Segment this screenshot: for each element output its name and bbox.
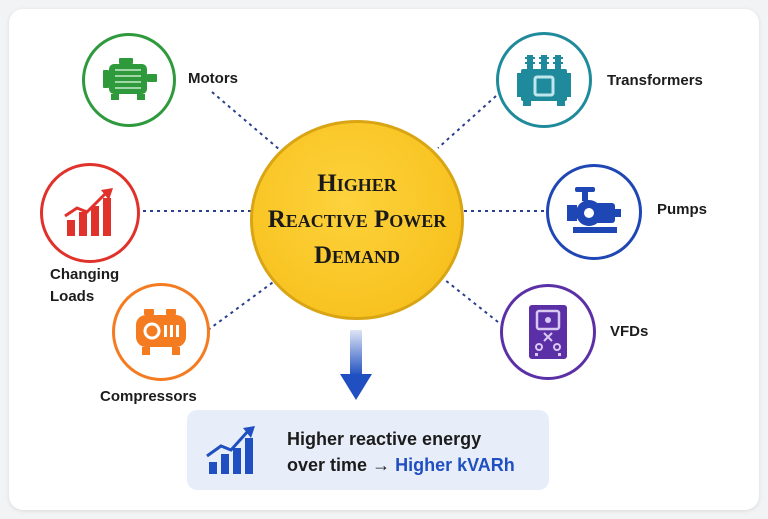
result-box: Higher reactive energy over time → Highe… (187, 410, 549, 490)
result-line-1: Higher reactive energy (287, 429, 482, 449)
changing-loads-node (40, 163, 140, 263)
transformers-label: Transformers (607, 72, 703, 89)
changing-loads-label: Changing Loads (50, 266, 120, 305)
central-demand-title: Higher Reactive Power Demand (267, 170, 447, 269)
rising-bars-icon (64, 188, 113, 236)
link-motors (211, 91, 281, 151)
central-demand-circle: Higher Reactive Power Demand (250, 120, 464, 320)
result-highlight: Higher kVARh (395, 455, 515, 475)
compressors-node (112, 283, 210, 381)
result-line-2: over time → Higher kVARh (287, 455, 515, 475)
vfds-node (500, 284, 596, 380)
vfds-label: VFDs (610, 323, 649, 340)
motors-label: Motors (188, 70, 238, 87)
pumps-node (546, 164, 642, 260)
link-transformers (437, 95, 497, 149)
compressors-label: Compressors (100, 388, 197, 405)
link-compressors (207, 279, 277, 331)
transformers-node (496, 32, 592, 128)
motors-node (82, 33, 176, 127)
pump-icon (567, 187, 621, 233)
growth-chart-icon (206, 426, 255, 474)
transformer-icon (517, 55, 571, 106)
compressor-icon (136, 309, 186, 355)
pumps-label: Pumps (657, 201, 708, 218)
result-text: Higher reactive energy over time → Highe… (287, 426, 515, 478)
down-arrow-icon (340, 330, 372, 400)
vfd-icon (529, 305, 567, 359)
motor-icon (103, 58, 157, 100)
link-vfds (439, 275, 499, 323)
